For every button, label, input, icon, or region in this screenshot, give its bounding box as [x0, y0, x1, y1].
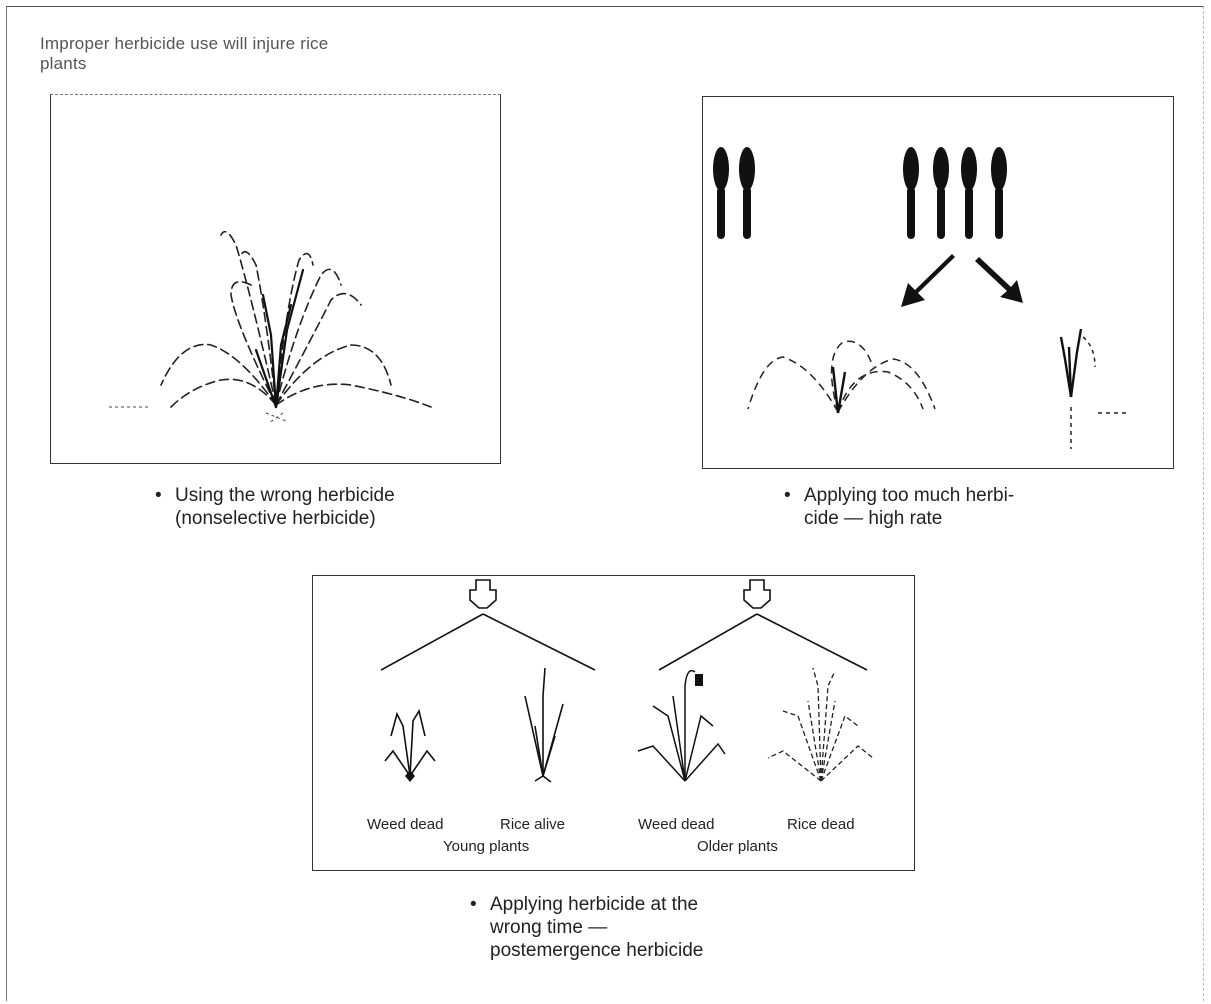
panel2-caption: •Applying too much herbi- cide — high ra… — [784, 484, 1014, 530]
caption-line: wrong time — — [490, 917, 607, 938]
bullet: • — [470, 893, 490, 916]
label-weed-dead-older: Weed dead — [638, 816, 714, 833]
spoons-and-plants-illustration — [703, 97, 1173, 468]
spoon-icons-low-rate — [713, 147, 755, 239]
label-weed-dead-young: Weed dead — [367, 816, 443, 833]
caption-line: Applying herbicide at the — [490, 894, 698, 915]
label-rice-dead: Rice dead — [787, 816, 855, 833]
older-weed-dead — [638, 671, 725, 781]
panel-high-rate — [702, 96, 1174, 469]
figure-title: Improper herbicide use will injure rice … — [40, 34, 360, 75]
label-older-plants: Older plants — [697, 838, 778, 855]
arrow-icons — [901, 254, 1023, 307]
caption-line: (nonselective herbicide) — [175, 508, 376, 529]
panel3-caption: •Applying herbicide at the wrong time — … — [470, 893, 703, 962]
older-rice-dead — [768, 668, 873, 781]
caption-line: Applying too much herbi- — [804, 485, 1014, 506]
caption-line: postemergence herbicide — [490, 940, 703, 961]
spray-nozzle-icons — [470, 580, 770, 608]
young-weed-dead — [385, 711, 435, 776]
bullet: • — [784, 484, 804, 507]
panel-wrong-time: Weed dead Rice alive Weed dead Rice dead… — [312, 575, 915, 871]
spoon-icons-high-rate — [903, 147, 1007, 239]
label-rice-alive: Rice alive — [500, 816, 565, 833]
caption-line: cide — high rate — [804, 508, 942, 529]
label-young-plants: Young plants — [443, 838, 529, 855]
wilted-rice-plant-illustration — [51, 95, 500, 463]
panel1-caption: •Using the wrong herbicide (nonselective… — [155, 484, 395, 530]
panel-wrong-herbicide — [50, 94, 501, 464]
bullet: • — [155, 484, 175, 507]
caption-line: Using the wrong herbicide — [175, 485, 395, 506]
young-rice-alive — [525, 668, 563, 782]
